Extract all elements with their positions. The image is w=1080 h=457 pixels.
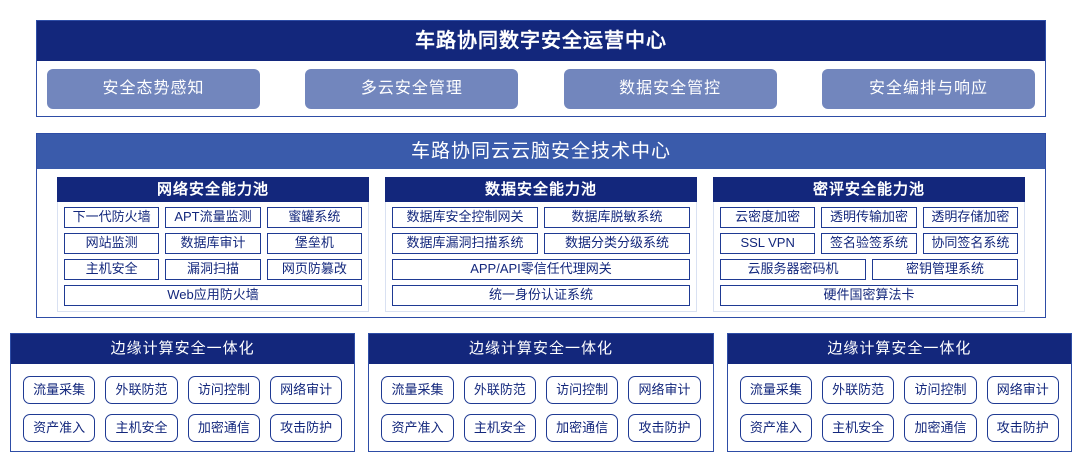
pool-row: Web应用防火墙 bbox=[64, 285, 362, 306]
edge-item: 访问控制 bbox=[904, 376, 977, 404]
pool-title: 密评安全能力池 bbox=[713, 177, 1025, 202]
edge-item: 攻击防护 bbox=[628, 414, 701, 442]
operations-center-box: 车路协同数字安全运营中心 安全态势感知 多云安全管理 数据安全管控 安全编排与响应 bbox=[36, 20, 1046, 117]
edge-item: 加密通信 bbox=[904, 414, 977, 442]
pool-row: 云服务器密码机密钥管理系统 bbox=[720, 259, 1018, 280]
operations-capability-button: 多云安全管理 bbox=[305, 69, 519, 109]
pool-item: 漏洞扫描 bbox=[165, 259, 261, 280]
pool-item: 硬件国密算法卡 bbox=[720, 285, 1018, 306]
pool-row: APP/API零信任代理网关 bbox=[392, 259, 690, 280]
pool-item: 蜜罐系统 bbox=[266, 207, 362, 228]
pool-row: 网站监测数据库审计堡垒机 bbox=[64, 233, 362, 254]
edge-item: 主机安全 bbox=[105, 414, 178, 442]
pool-item: 网站监测 bbox=[64, 233, 160, 254]
edge-item: 外联防范 bbox=[105, 376, 178, 404]
pool-item: SSL VPN bbox=[720, 233, 816, 254]
pool-row: 数据库安全控制网关数据库脱敏系统 bbox=[392, 207, 690, 228]
pool-row: 主机安全漏洞扫描网页防篡改 bbox=[64, 259, 362, 280]
pool-item: 数据库脱敏系统 bbox=[544, 207, 690, 228]
capability-pool: 数据安全能力池数据库安全控制网关数据库脱敏系统数据库漏洞扫描系统数据分类分级系统… bbox=[385, 177, 697, 312]
pool-item: 网页防篡改 bbox=[266, 259, 362, 280]
pool-item: 数据库漏洞扫描系统 bbox=[392, 233, 538, 254]
pool-item: APT流量监测 bbox=[165, 207, 261, 228]
pool-item: 堡垒机 bbox=[266, 233, 362, 254]
edge-box-title: 边缘计算安全一体化 bbox=[11, 334, 355, 364]
pool-item: 签名验签系统 bbox=[821, 233, 917, 254]
pool-title: 网络安全能力池 bbox=[57, 177, 369, 202]
edge-computing-box: 边缘计算安全一体化流量采集外联防范访问控制网络审计资产准入主机安全加密通信攻击防… bbox=[10, 333, 356, 454]
edge-computing-box: 边缘计算安全一体化流量采集外联防范访问控制网络审计资产准入主机安全加密通信攻击防… bbox=[368, 333, 714, 454]
pool-title: 数据安全能力池 bbox=[385, 177, 697, 202]
pool-item: 云服务器密码机 bbox=[720, 259, 866, 280]
pool-item: Web应用防火墙 bbox=[64, 285, 362, 306]
edge-computing-row: 边缘计算安全一体化流量采集外联防范访问控制网络审计资产准入主机安全加密通信攻击防… bbox=[10, 333, 1072, 452]
edge-item: 主机安全 bbox=[821, 414, 895, 442]
edge-item: 流量采集 bbox=[23, 376, 96, 404]
pool-item: 主机安全 bbox=[64, 259, 160, 280]
edge-item: 资产准入 bbox=[23, 414, 96, 442]
edge-item: 攻击防护 bbox=[269, 414, 343, 442]
edge-item: 网络审计 bbox=[628, 376, 701, 404]
pool-item: 透明传输加密 bbox=[821, 207, 917, 228]
edge-item: 访问控制 bbox=[545, 376, 619, 404]
pool-item: 下一代防火墙 bbox=[64, 207, 160, 228]
pool-item: 数据库安全控制网关 bbox=[392, 207, 538, 228]
edge-item: 主机安全 bbox=[463, 414, 536, 442]
operations-center-title: 车路协同数字安全运营中心 bbox=[37, 21, 1045, 61]
edge-box-title: 边缘计算安全一体化 bbox=[369, 334, 713, 364]
edge-item: 攻击防护 bbox=[986, 414, 1059, 442]
operations-capability-button: 安全态势感知 bbox=[47, 69, 260, 109]
tech-center-title: 车路协同云云脑安全技术中心 bbox=[37, 134, 1045, 169]
edge-computing-box: 边缘计算安全一体化流量采集外联防范访问控制网络审计资产准入主机安全加密通信攻击防… bbox=[726, 333, 1072, 454]
edge-item: 外联防范 bbox=[821, 376, 895, 404]
edge-item: 流量采集 bbox=[739, 376, 812, 404]
pool-item: APP/API零信任代理网关 bbox=[392, 259, 690, 280]
pool-item: 云密度加密 bbox=[720, 207, 816, 228]
edge-item: 加密通信 bbox=[187, 414, 260, 442]
pool-item: 数据库审计 bbox=[165, 233, 261, 254]
edge-item: 加密通信 bbox=[545, 414, 619, 442]
edge-box-body: 流量采集外联防范访问控制网络审计资产准入主机安全加密通信攻击防护 bbox=[11, 364, 354, 454]
pool-item: 协同签名系统 bbox=[922, 233, 1018, 254]
edge-item: 资产准入 bbox=[739, 414, 812, 442]
edge-item: 外联防范 bbox=[463, 376, 536, 404]
edge-box-title: 边缘计算安全一体化 bbox=[727, 334, 1071, 364]
edge-item: 网络审计 bbox=[986, 376, 1059, 404]
edge-box-body: 流量采集外联防范访问控制网络审计资产准入主机安全加密通信攻击防护 bbox=[728, 364, 1071, 454]
pool-row: 云密度加密透明传输加密透明存储加密 bbox=[720, 207, 1018, 228]
pool-row: 硬件国密算法卡 bbox=[720, 285, 1018, 306]
pool-item: 密钥管理系统 bbox=[872, 259, 1018, 280]
pool-item: 数据分类分级系统 bbox=[544, 233, 690, 254]
operations-buttons: 安全态势感知 多云安全管理 数据安全管控 安全编排与响应 bbox=[37, 61, 1045, 117]
operations-capability-button: 安全编排与响应 bbox=[821, 69, 1035, 109]
edge-item: 网络审计 bbox=[269, 376, 343, 404]
edge-item: 访问控制 bbox=[187, 376, 260, 404]
edge-item: 流量采集 bbox=[381, 376, 454, 404]
pool-row: 统一身份认证系统 bbox=[392, 285, 690, 306]
pool-row: 数据库漏洞扫描系统数据分类分级系统 bbox=[392, 233, 690, 254]
operations-capability-button: 数据安全管控 bbox=[563, 69, 777, 109]
edge-item: 资产准入 bbox=[381, 414, 454, 442]
edge-box-body: 流量采集外联防范访问控制网络审计资产准入主机安全加密通信攻击防护 bbox=[369, 364, 712, 454]
pool-item: 透明存储加密 bbox=[922, 207, 1018, 228]
pool-item: 统一身份认证系统 bbox=[392, 285, 690, 306]
